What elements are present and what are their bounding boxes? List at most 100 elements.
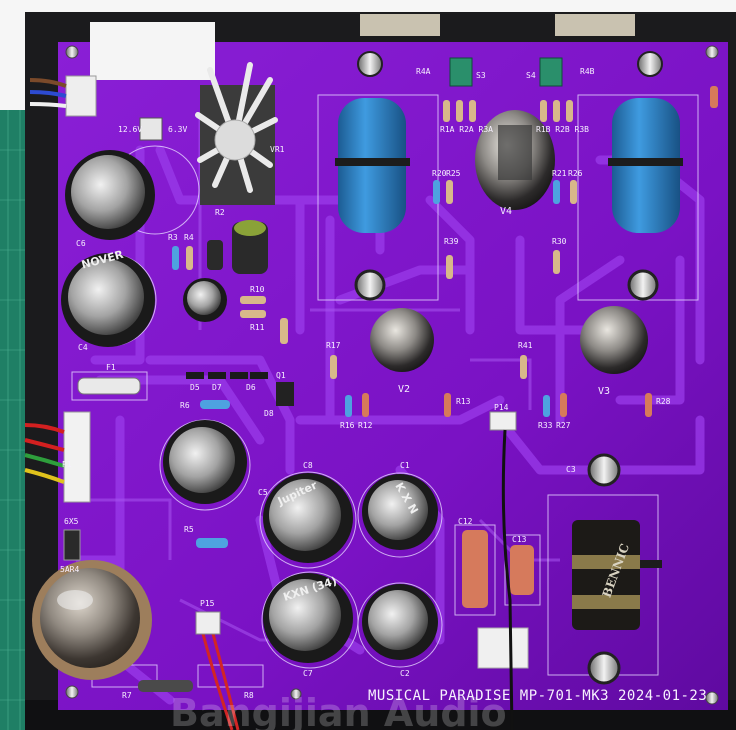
label-r27: R27 <box>556 421 571 430</box>
label-r21: R21 <box>552 169 567 178</box>
label-p1: P1 <box>62 460 72 469</box>
label-r39: R39 <box>444 237 459 246</box>
fuse-f1 <box>77 377 141 395</box>
label-d7: D7 <box>212 383 222 392</box>
resistor-top-right <box>710 86 718 108</box>
label-r17: R17 <box>326 341 341 350</box>
label-c3: C3 <box>566 465 576 474</box>
capacitor-c7 <box>263 573 353 663</box>
label-r16: R16 <box>340 421 355 430</box>
label-r8: R8 <box>244 691 254 700</box>
label-vr1: VR1 <box>270 145 285 154</box>
label-p14: P14 <box>494 403 509 412</box>
label-r33: R33 <box>538 421 553 430</box>
watermark: Bangijian Audio <box>170 691 507 730</box>
label-r26: R26 <box>568 169 583 178</box>
transistor-q1 <box>276 382 294 406</box>
input-connector-left <box>360 14 440 36</box>
connector-p1 <box>63 411 91 503</box>
heatsink-core <box>214 119 256 161</box>
red-wire-1 <box>200 629 234 730</box>
board-footer-text: MUSICAL PARADISE MP-701-MK3 2024-01-23 <box>368 688 707 704</box>
label-q1: Q1 <box>276 371 286 380</box>
label-v4: V4 <box>500 206 512 217</box>
label-5ar4: 5AR4 <box>60 565 79 574</box>
label-s3: S3 <box>476 71 486 80</box>
label-r25: R25 <box>446 169 461 178</box>
voltage-switch <box>139 117 163 141</box>
label-c2: C2 <box>400 669 410 678</box>
label-d5: D5 <box>190 383 200 392</box>
label-d8: D8 <box>264 409 274 418</box>
label-r11: R11 <box>250 323 265 332</box>
label-r1a-row: R1A R2A R3A <box>440 125 493 134</box>
colored-wires <box>24 423 65 484</box>
label-c8: C8 <box>303 461 313 470</box>
label-c13: C13 <box>512 535 527 544</box>
capacitor-c2 <box>362 584 438 660</box>
label-r20: R20 <box>432 169 447 178</box>
label-p15: P15 <box>200 599 215 608</box>
label-r13: R13 <box>456 397 471 406</box>
capacitor-c9 <box>163 420 247 504</box>
selector-switch <box>63 529 81 561</box>
diode-row <box>186 372 268 379</box>
label-r28: R28 <box>656 397 671 406</box>
connector-p15 <box>195 611 221 635</box>
dip-switch-s4 <box>539 57 563 87</box>
cable-tie-left <box>335 158 410 166</box>
label-v3: V3 <box>598 386 610 397</box>
label-c6: C6 <box>76 239 86 248</box>
power-connector <box>65 75 97 117</box>
label-d6: D6 <box>246 383 256 392</box>
label-c7: C7 <box>303 669 313 678</box>
label-r5: R5 <box>184 525 194 534</box>
label-f1: F1 <box>106 363 116 372</box>
label-c5: C5 <box>258 488 268 497</box>
resistor-r7 <box>138 680 193 692</box>
small-resistors-top <box>443 100 573 122</box>
capacitor-c1 <box>362 474 438 550</box>
label-6x5: 6X5 <box>64 517 79 526</box>
label-r6: R6 <box>180 401 190 410</box>
label-12v: 12.6V <box>118 125 142 134</box>
power-wires <box>29 78 67 108</box>
rca-jack-mid-right <box>627 269 659 301</box>
transformer-window <box>90 22 215 80</box>
label-c1: C1 <box>400 461 410 470</box>
rca-jack-c3-top <box>587 453 621 487</box>
rca-jack-c3-bottom <box>587 651 621 685</box>
rca-jack-mid-left <box>354 269 386 301</box>
capacitor-c6 <box>65 150 155 240</box>
black-wire <box>501 429 514 730</box>
capacitor-small-b <box>232 220 268 274</box>
rca-jack-left-top <box>357 51 383 77</box>
film-cap-c12 <box>462 530 488 608</box>
capacitor-tiny <box>207 240 223 270</box>
label-r4: R4 <box>184 233 194 242</box>
vacuum-tube-v3 <box>580 306 648 374</box>
label-r10: R10 <box>250 285 265 294</box>
resistor-bank <box>172 180 652 548</box>
film-capacitor-bennic <box>572 520 662 630</box>
label-r1b-row: R1B R2B R3B <box>536 125 589 134</box>
film-cap-c13 <box>510 545 534 595</box>
rca-jack-right-top <box>637 51 663 77</box>
dip-switch-s3 <box>449 57 473 87</box>
label-c4: C4 <box>78 343 88 352</box>
red-wire-2 <box>210 629 240 730</box>
label-r3: R3 <box>168 233 178 242</box>
header-p14 <box>489 411 517 431</box>
label-r7: R7 <box>122 691 132 700</box>
label-r2: R2 <box>215 208 225 217</box>
capacitor-c8 <box>263 473 353 563</box>
label-63v: 6.3V <box>168 125 187 134</box>
label-v2: V2 <box>398 384 410 395</box>
capacitor-c4 <box>61 253 155 347</box>
input-connector-right <box>555 14 635 36</box>
vacuum-tube-v4 <box>475 110 555 210</box>
label-r4a: R4A <box>416 67 431 76</box>
label-r12: R12 <box>358 421 373 430</box>
